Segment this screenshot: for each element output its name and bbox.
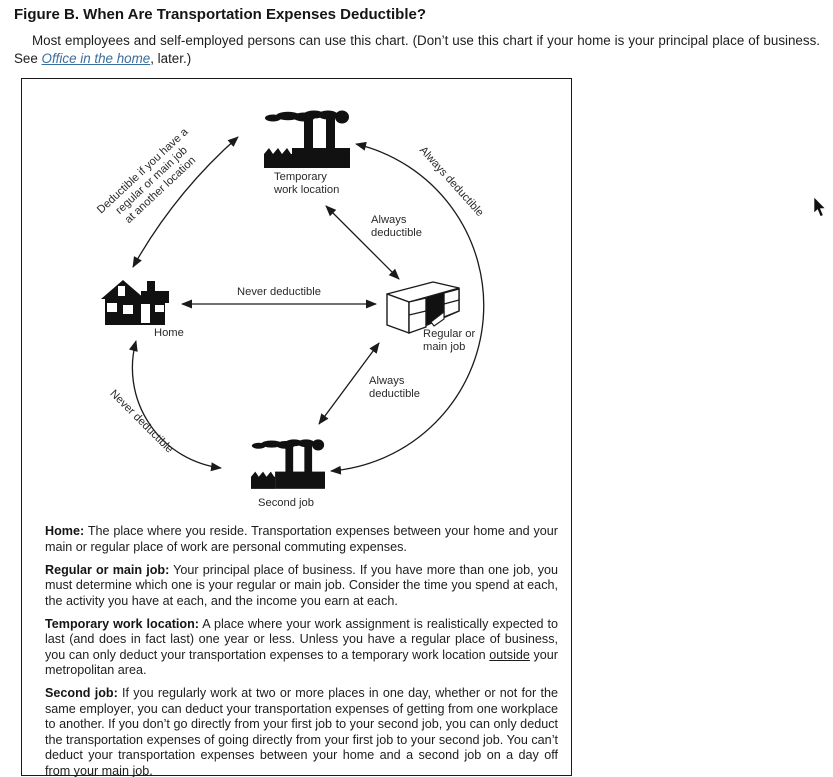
definition-regular-or-main-job: Regular or main job: Your principal plac… — [45, 562, 559, 608]
figure-box: Temporary work location Regular or — [21, 78, 572, 777]
edge-label-regular-second: Always deductible — [369, 375, 421, 400]
node-label-second: Second job — [258, 497, 314, 509]
edge-label-home-regular: Never deductible — [237, 286, 321, 298]
house-icon — [101, 280, 169, 325]
definition-home: Home: The place where you reside. Transp… — [45, 524, 558, 554]
intro-paragraph: Most employees and self-employed persons… — [14, 32, 820, 67]
node-label-temporary: Temporary work location — [274, 171, 340, 196]
definition-temporary-work-location: Temporary work location: A place where y… — [45, 616, 559, 678]
arc-home-temporary — [132, 136, 239, 268]
edge-label-temporary-regular: Always deductible — [371, 214, 423, 239]
desk-icon — [386, 281, 460, 334]
definitions-section: Home: The place where you reside. Transp… — [45, 524, 558, 777]
mouse-cursor-icon — [813, 197, 826, 217]
arc-second-temporary — [330, 141, 485, 475]
arrow-regular-second — [318, 342, 380, 425]
factory-icon — [264, 110, 350, 168]
arc-home-second — [129, 340, 222, 472]
node-label-regular: Regular or main job — [423, 328, 476, 353]
node-label-home: Home — [154, 327, 184, 339]
factory-icon — [251, 439, 325, 489]
definition-second-job: Second job: If you regularly work at two… — [45, 686, 558, 777]
diagram-arrows — [129, 136, 485, 475]
figure-title: Figure B. When Are Transportation Expens… — [14, 6, 427, 23]
intro-text-after: , later.) — [150, 50, 192, 66]
transportation-diagram: Temporary work location Regular or — [22, 79, 570, 523]
arrow-temporary-regular — [325, 205, 400, 280]
intro-text-before: Most employees and self-employed persons… — [14, 33, 820, 66]
office-in-the-home-link[interactable]: Office in the home — [41, 50, 151, 66]
